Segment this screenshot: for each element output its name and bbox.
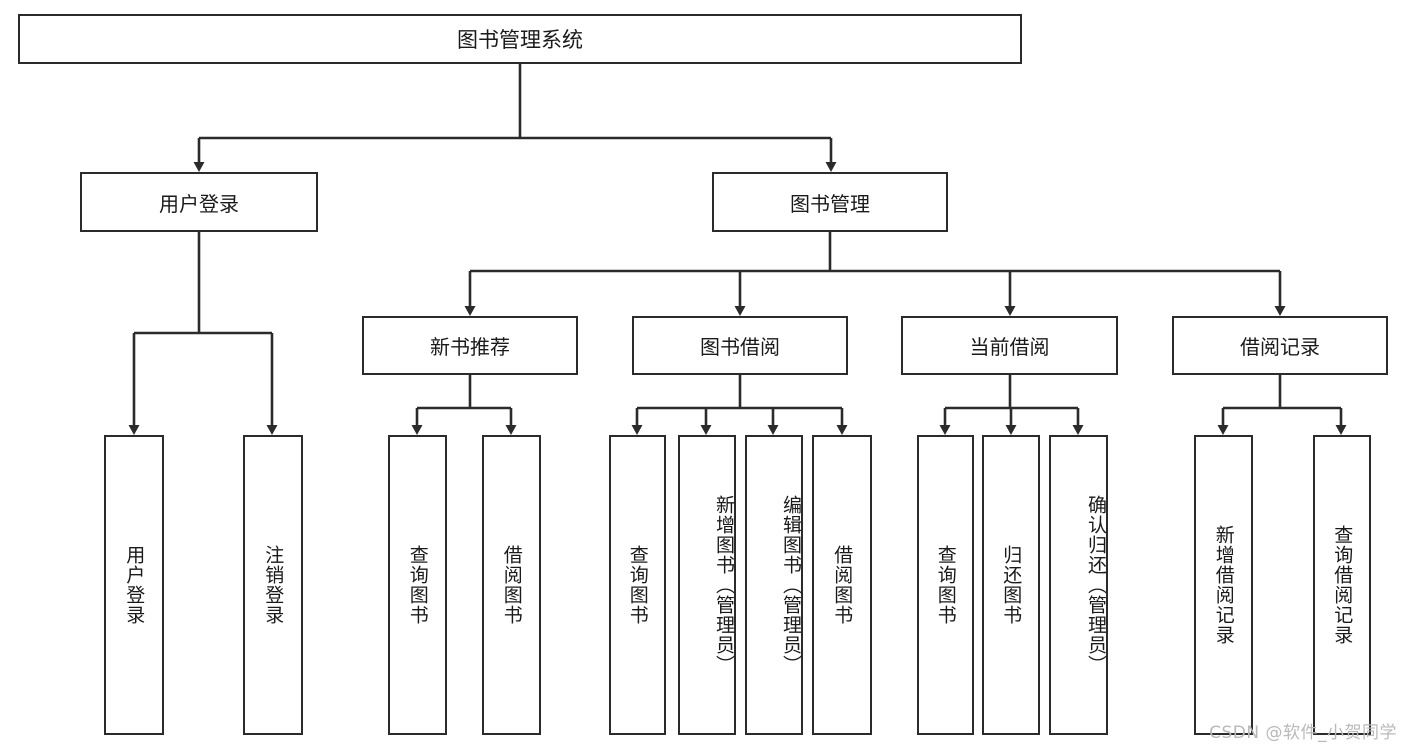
node-leaf-query-book-2-label: 查询图书	[626, 545, 649, 625]
node-leaf-confirm-return-label: 确认归还（管理员）	[1085, 495, 1107, 675]
node-new-book-recommend[interactable]: 新书推荐	[362, 316, 578, 375]
node-leaf-borrow-book-2[interactable]: 借阅图书	[812, 435, 872, 735]
node-leaf-add-record-label: 新增借阅记录	[1212, 525, 1235, 645]
node-leaf-borrow-book-1-label: 借阅图书	[500, 545, 523, 625]
node-leaf-borrow-book-2-label: 借阅图书	[831, 545, 854, 625]
node-leaf-add-record[interactable]: 新增借阅记录	[1194, 435, 1253, 735]
node-leaf-logout-label: 注销登录	[262, 545, 285, 625]
node-leaf-borrow-book-1[interactable]: 借阅图书	[482, 435, 541, 735]
node-borrow-record[interactable]: 借阅记录	[1172, 316, 1388, 375]
node-root-label: 图书管理系统	[457, 28, 583, 52]
csdn-watermark: CSDN @软件_小贺同学	[1209, 723, 1397, 743]
node-leaf-user-login-label: 用户登录	[123, 545, 146, 625]
node-book-borrow[interactable]: 图书借阅	[632, 316, 848, 375]
node-leaf-return-book-label: 归还图书	[1000, 545, 1023, 625]
node-leaf-query-book-1[interactable]: 查询图书	[388, 435, 447, 735]
node-leaf-logout[interactable]: 注销登录	[243, 435, 303, 735]
node-leaf-query-record-label: 查询借阅记录	[1331, 525, 1354, 645]
node-borrow-record-label: 借阅记录	[1240, 335, 1320, 359]
node-leaf-confirm-return[interactable]: 确认归还（管理员）	[1049, 435, 1108, 735]
node-leaf-add-book[interactable]: 新增图书（管理员）	[678, 435, 736, 735]
node-book-borrow-label: 图书借阅	[700, 335, 780, 359]
node-leaf-query-book-3[interactable]: 查询图书	[917, 435, 974, 735]
node-user-login[interactable]: 用户登录	[80, 172, 318, 232]
node-leaf-edit-book-label: 编辑图书（管理员）	[780, 495, 802, 675]
node-leaf-return-book[interactable]: 归还图书	[982, 435, 1040, 735]
node-leaf-user-login[interactable]: 用户登录	[104, 435, 164, 735]
node-new-book-recommend-label: 新书推荐	[430, 335, 510, 359]
node-leaf-query-record[interactable]: 查询借阅记录	[1313, 435, 1371, 735]
node-current-borrow-label: 当前借阅	[969, 335, 1050, 359]
node-user-login-label: 用户登录	[159, 191, 239, 216]
node-current-borrow[interactable]: 当前借阅	[901, 316, 1118, 375]
node-root[interactable]: 图书管理系统	[18, 14, 1022, 64]
node-leaf-query-book-1-label: 查询图书	[406, 545, 429, 625]
node-book-manage-label: 图书管理	[790, 191, 870, 216]
node-book-manage[interactable]: 图书管理	[712, 172, 948, 232]
node-leaf-query-book-2[interactable]: 查询图书	[609, 435, 666, 735]
node-leaf-edit-book[interactable]: 编辑图书（管理员）	[745, 435, 803, 735]
node-leaf-query-book-3-label: 查询图书	[934, 545, 957, 625]
node-leaf-add-book-label: 新增图书（管理员）	[713, 495, 735, 675]
